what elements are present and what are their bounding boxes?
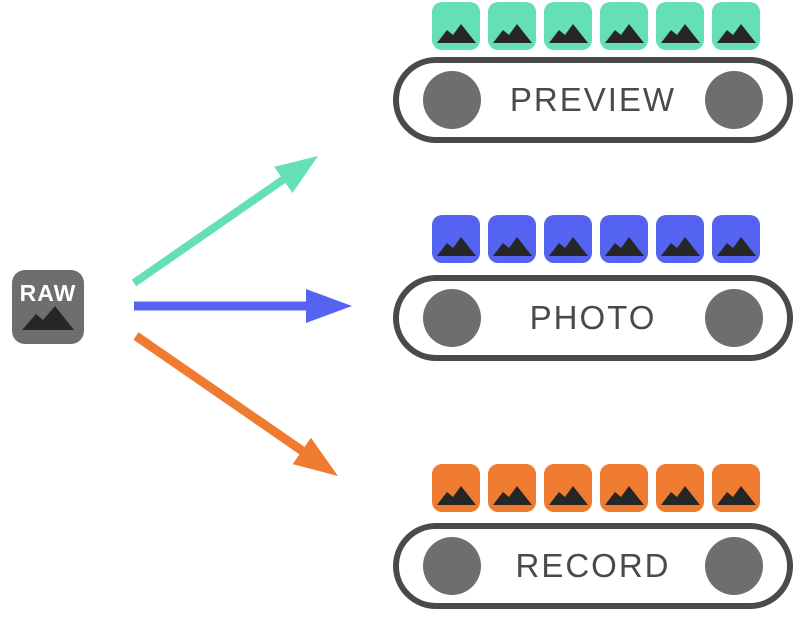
- frame-row-photo: [432, 215, 760, 263]
- frame-icon: [432, 2, 480, 50]
- frame-icon: [544, 464, 592, 512]
- pipeline-pill-preview: PREVIEW: [393, 57, 793, 143]
- frame-icon: [544, 2, 592, 50]
- roller-left-icon: [423, 289, 481, 347]
- frame-icon: [600, 464, 648, 512]
- frame-icon: [600, 2, 648, 50]
- frame-icon: [712, 2, 760, 50]
- frame-row-record: [432, 464, 760, 512]
- pipeline-label-photo: PHOTO: [529, 299, 657, 336]
- roller-left-icon: [423, 71, 481, 129]
- arrow-to-record: [133, 332, 338, 476]
- roller-right-icon: [705, 289, 763, 347]
- roller-left-icon: [423, 537, 481, 595]
- frame-icon: [432, 464, 480, 512]
- roller-right-icon: [704, 537, 763, 595]
- pipeline-label-preview: PREVIEW: [509, 81, 677, 118]
- frame-icon: [544, 215, 592, 263]
- frame-icon: [712, 215, 760, 263]
- frame-icon: [488, 215, 536, 263]
- frame-icon: [600, 215, 648, 263]
- arrow-shaft: [131, 173, 290, 287]
- pipeline-label-record: RECORD: [515, 547, 671, 584]
- arrow-head-icon: [306, 289, 352, 323]
- frame-icon: [656, 2, 704, 50]
- frame-icon: [488, 2, 536, 50]
- frame-icon: [432, 215, 480, 263]
- raw-source-icon: RAW: [12, 270, 84, 344]
- frame-icon: [488, 464, 536, 512]
- frame-icon: [656, 464, 704, 512]
- mountain-icon: [22, 306, 74, 330]
- pipeline-pill-record: RECORD: [393, 523, 793, 609]
- arrow-to-photo: [134, 289, 352, 323]
- pipeline-pill-photo: PHOTO: [393, 275, 793, 361]
- arrow-to-preview: [131, 156, 318, 287]
- roller-right-icon: [704, 71, 763, 129]
- raw-label: RAW: [20, 280, 77, 306]
- frame-icon: [712, 464, 760, 512]
- frame-row-preview: [432, 2, 760, 50]
- arrow-shaft: [133, 332, 307, 456]
- arrow-head-icon: [292, 437, 338, 476]
- arrow-head-icon: [274, 156, 318, 193]
- frame-icon: [656, 215, 704, 263]
